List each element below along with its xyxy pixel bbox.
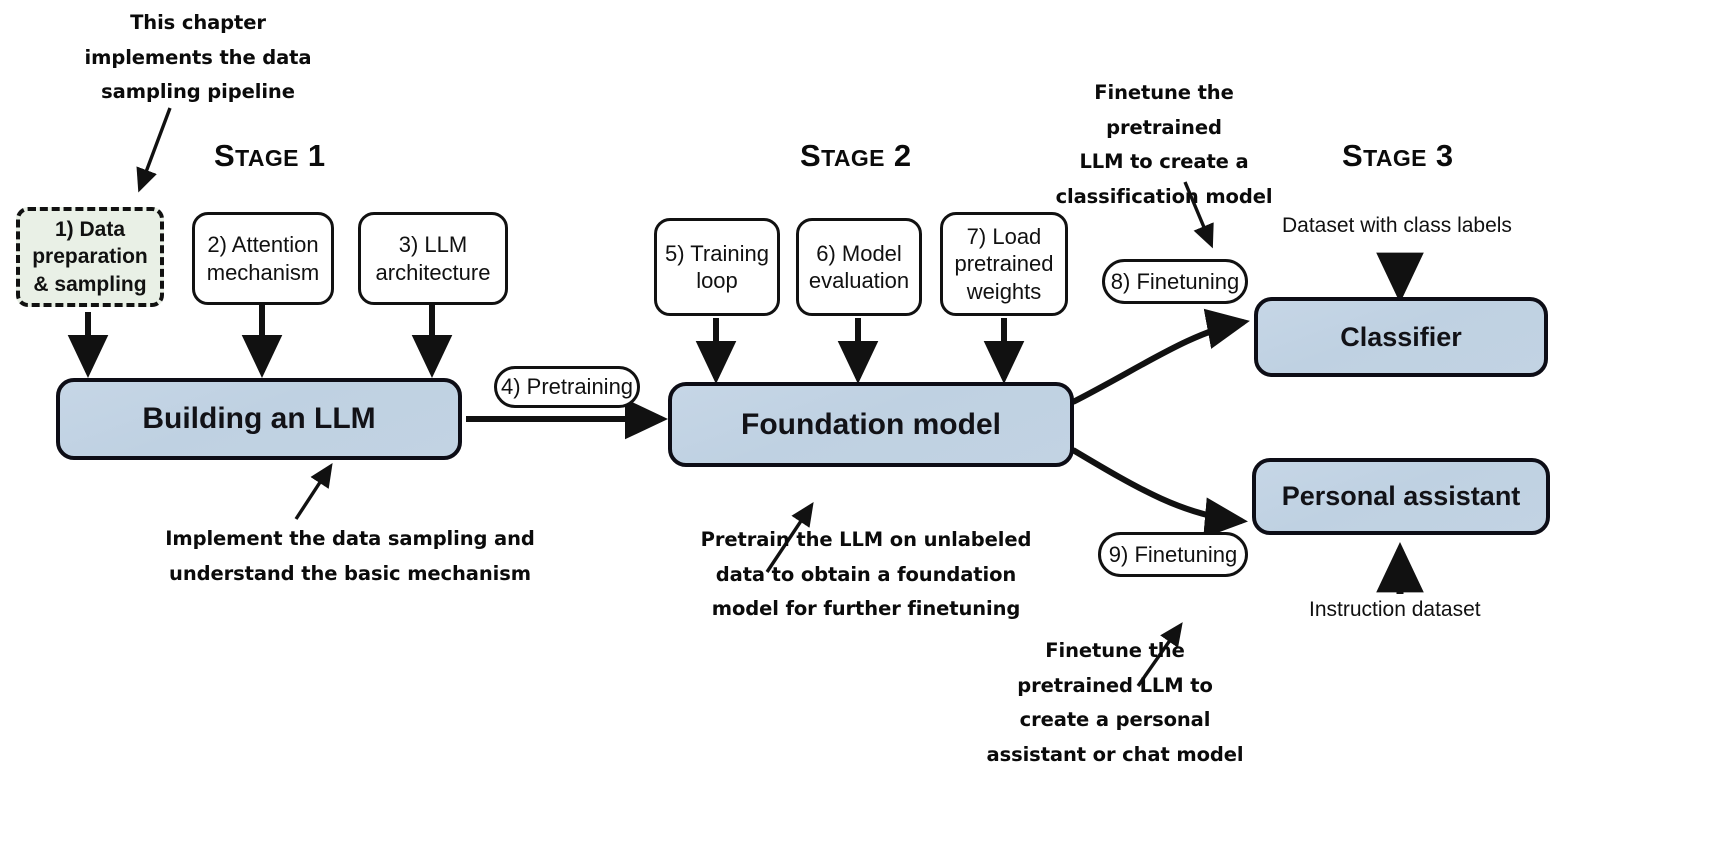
pill-9-finetuning[interactable]: 9) Finetuning bbox=[1098, 532, 1248, 577]
annotation-chapter-note: This chapter implements the data samplin… bbox=[84, 11, 312, 104]
arrow-branch-classifier bbox=[1071, 308, 1250, 405]
stage-3-number: 3 bbox=[1426, 138, 1454, 173]
step-box-5-training-loop[interactable]: 5) Training loop bbox=[654, 218, 780, 316]
arrow-branch-assistant bbox=[1071, 447, 1248, 539]
stage-1-number: 1 bbox=[298, 138, 326, 173]
annotation-stage1-note: Implement the data sampling and understa… bbox=[165, 527, 535, 585]
stage-2-prefix: S bbox=[800, 138, 822, 173]
caption-dataset-with-class-labels: Dataset with class labels bbox=[1282, 214, 1512, 237]
annotation-stage2-note: Pretrain the LLM on unlabeled data to ob… bbox=[700, 528, 1032, 621]
stage-3-prefix: S bbox=[1342, 138, 1364, 173]
stage-1-heading: STAGE 1 bbox=[214, 138, 326, 174]
stage-2-heading: STAGE 2 bbox=[800, 138, 912, 174]
outcome-box-classifier[interactable]: Classifier bbox=[1254, 297, 1548, 377]
pill-4-pretraining[interactable]: 4) Pretraining bbox=[494, 366, 640, 408]
outcome-box-building-an-llm[interactable]: Building an LLM bbox=[56, 378, 462, 460]
step-box-3-llm-architecture[interactable]: 3) LLM architecture bbox=[358, 212, 508, 305]
stage-2-number: 2 bbox=[884, 138, 912, 173]
step-box-6-model-evaluation[interactable]: 6) Model evaluation bbox=[796, 218, 922, 316]
step-box-1-data-preparation[interactable]: 1) Data preparation & sampling bbox=[16, 207, 164, 307]
stage-3-heading: STAGE 3 bbox=[1342, 138, 1454, 174]
stage-3-rest: TAGE bbox=[1363, 145, 1427, 171]
stage-1-prefix: S bbox=[214, 138, 236, 173]
outcome-box-foundation-model[interactable]: Foundation model bbox=[668, 382, 1074, 467]
stage-2-rest: TAGE bbox=[821, 145, 885, 171]
step-box-2-attention-mechanism[interactable]: 2) Attention mechanism bbox=[192, 212, 334, 305]
arrow-chapter-note bbox=[136, 107, 172, 193]
arrow-stage1-note bbox=[294, 463, 333, 520]
annotation-classifier-note: Finetune the pretrained LLM to create a … bbox=[1055, 81, 1273, 209]
step-box-7-load-pretrained-weights[interactable]: 7) Load pretrained weights bbox=[940, 212, 1068, 316]
outcome-box-personal-assistant[interactable]: Personal assistant bbox=[1252, 458, 1550, 535]
caption-instruction-dataset: Instruction dataset bbox=[1309, 598, 1481, 621]
pill-8-finetuning[interactable]: 8) Finetuning bbox=[1102, 259, 1248, 304]
annotation-assistant-note: Finetune the pretrained LLM to create a … bbox=[986, 639, 1244, 767]
stage-1-rest: TAGE bbox=[235, 145, 299, 171]
